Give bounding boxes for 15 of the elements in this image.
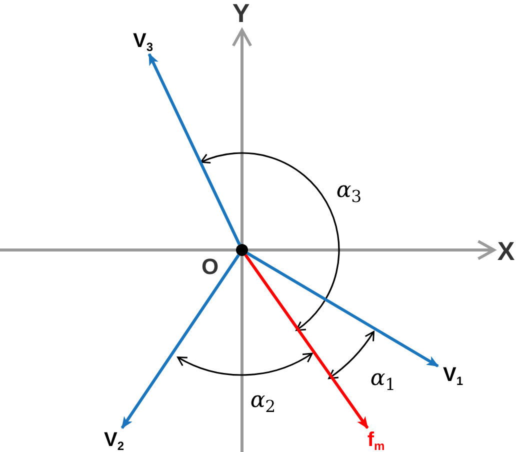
vector-label: V$_{3}$ <box>132 31 154 51</box>
vector-arrow <box>246 252 439 368</box>
vector-label: V$_{2}$ <box>104 430 124 450</box>
vector-label: f$_{m}$ <box>367 430 385 450</box>
axis-label: X <box>496 236 516 266</box>
vector-arrow <box>244 254 369 429</box>
vector-arrow <box>148 53 241 246</box>
vector-arrow <box>120 254 240 429</box>
vector-label: V$_{1}$ <box>442 365 464 385</box>
angle-label: α$_{3}$ <box>335 177 363 206</box>
origin-dot <box>236 244 248 256</box>
angle-label: α$_{2}$ <box>249 387 277 416</box>
axis-label: Y <box>231 0 251 28</box>
angle-label: α$_{1}$ <box>369 365 397 394</box>
origin-label: O <box>200 253 220 281</box>
